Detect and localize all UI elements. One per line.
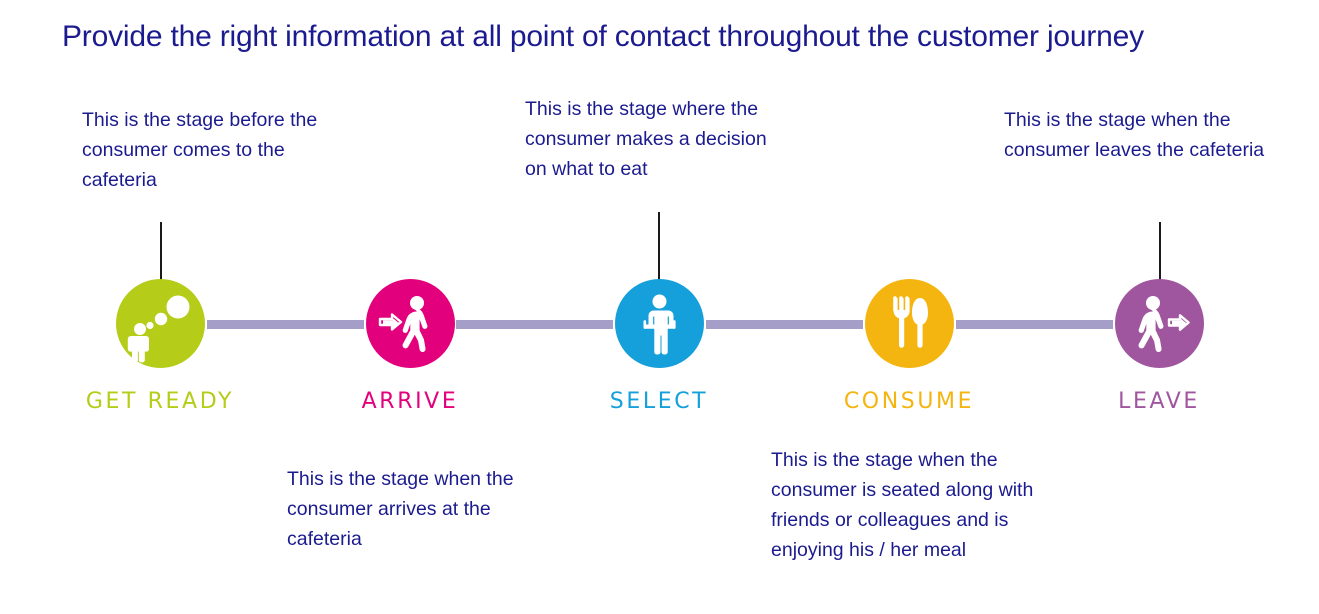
fork-and-knife-icon[interactable] xyxy=(864,279,954,368)
stage-select[interactable]: SELECT xyxy=(559,279,759,414)
stage-label-consume: CONSUME xyxy=(843,389,975,414)
stage-label-leave: LEAVE xyxy=(1118,389,1200,414)
connector-select-consume xyxy=(706,320,863,329)
note-select: This is the stage where the consumer mak… xyxy=(525,98,767,180)
stage-consume[interactable]: CONSUME xyxy=(809,279,1009,414)
connector-consume-leave xyxy=(956,320,1113,329)
connector-arrive-select xyxy=(456,320,613,329)
stage-arrive[interactable]: ARRIVE xyxy=(310,279,510,414)
stage-leave[interactable]: LEAVE xyxy=(1059,279,1259,414)
leader-line-select xyxy=(658,212,660,284)
leader-line-get-ready xyxy=(160,222,162,284)
person-thinking-icon[interactable] xyxy=(115,279,205,368)
stage-label-arrive: ARRIVE xyxy=(361,389,459,414)
note-leave: This is the stage when the consumer leav… xyxy=(1004,109,1265,161)
person-walking-in-arrow-icon[interactable] xyxy=(365,279,455,368)
stage-label-get-ready: GET READY xyxy=(85,389,235,414)
leader-line-leave xyxy=(1159,222,1161,284)
note-consume: This is the stage when the consumer is s… xyxy=(771,449,1034,561)
person-holding-tray-icon[interactable] xyxy=(614,279,704,368)
person-walking-out-arrow-icon[interactable] xyxy=(1114,279,1204,368)
note-get-ready: This is the stage before the consumer co… xyxy=(82,109,318,191)
stage-label-select: SELECT xyxy=(609,389,709,414)
stage-get-ready[interactable]: GET READY xyxy=(60,279,260,414)
note-arrive: This is the stage when the consumer arri… xyxy=(287,468,514,550)
connector-get-ready-arrive xyxy=(207,320,364,329)
page-title: Provide the right information at all poi… xyxy=(62,20,1144,53)
